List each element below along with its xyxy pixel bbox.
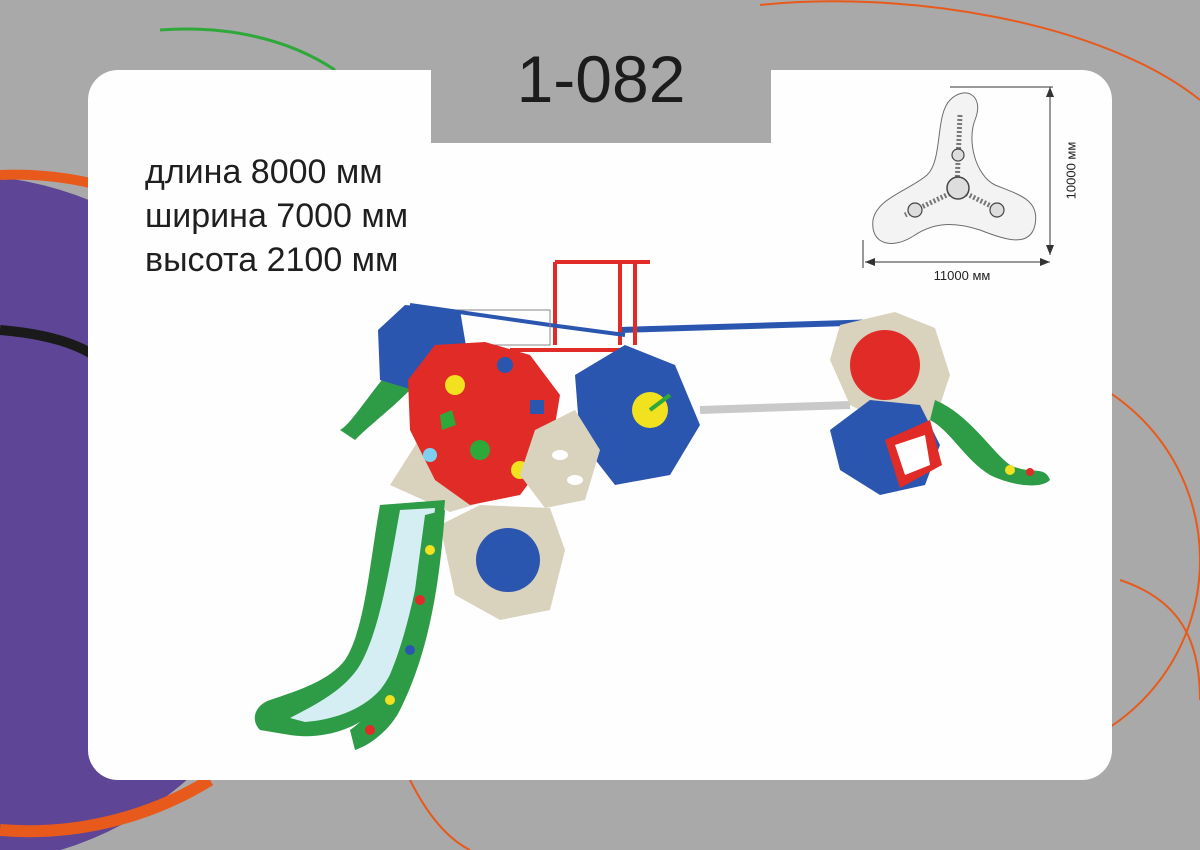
height-spec: высота 2100 мм xyxy=(145,241,399,279)
plan-width-label: 11000 мм xyxy=(933,268,991,283)
model-code: 1-082 xyxy=(516,42,686,116)
playground-plan-icon xyxy=(862,86,1054,268)
playground-render-image xyxy=(254,260,1050,750)
title-box: 1-082 xyxy=(431,40,771,143)
plan-height-label: 10000 мм xyxy=(1063,141,1079,200)
width-spec: ширина 7000 мм xyxy=(145,197,409,235)
length-spec: длина 8000 мм xyxy=(145,153,383,191)
dimensions-list: длина 8000 мм ширина 7000 мм высота 2100… xyxy=(145,150,465,282)
